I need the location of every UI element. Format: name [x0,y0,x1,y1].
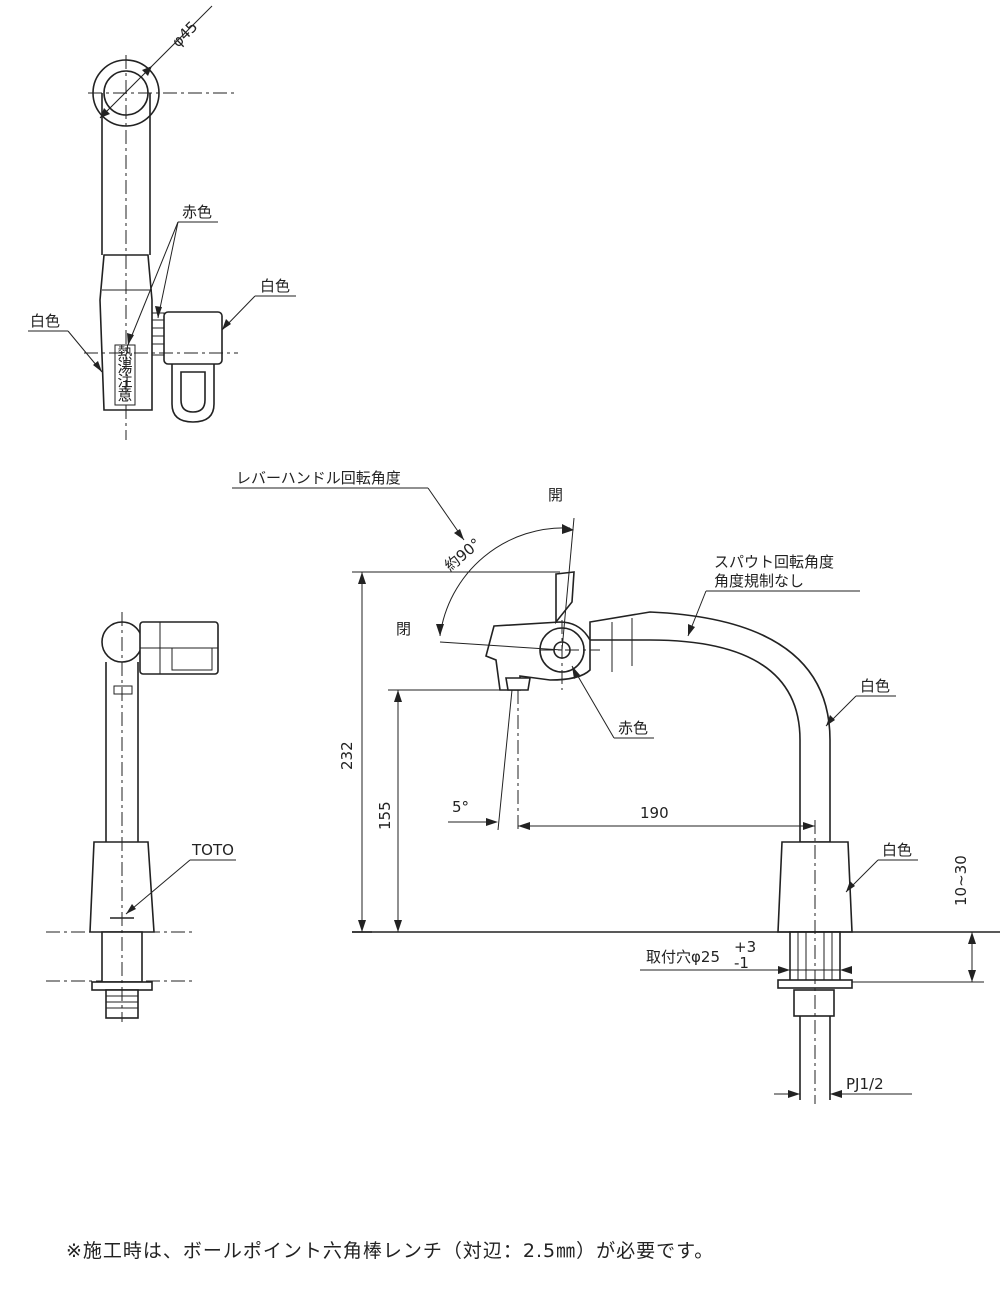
dim-5deg-label: 5° [452,798,469,816]
tol-plus: +3 [734,938,756,956]
tol-minus: -1 [734,954,749,972]
red-leader-2 [157,221,179,319]
dim-10-30-label: 10~30 [952,855,970,906]
lever-loop-outer [171,364,215,423]
dim-190-label: 190 [640,804,669,822]
label-white-spout: 白色 [860,677,890,695]
stamp-char: 湯 [117,358,132,376]
label-lever-rotation: レバーハンドル回転角度 [236,469,401,487]
stamp-char: 注 [117,372,132,390]
spout-pipe [589,611,831,843]
label-spout-rotation-2: 角度規制なし [714,572,804,590]
pj-label: PJ1/2 [846,1075,884,1093]
lever-top [163,311,223,365]
lever-loop-inner [180,371,206,413]
lever-handle [555,571,575,625]
toto-leader [125,859,191,915]
label-red-top: 赤色 [182,203,212,221]
label-toto: TOTO [191,841,234,859]
label-close: 閉 [396,620,411,638]
front-view: TOTO [46,612,236,1022]
dim-155-label: 155 [376,801,394,830]
label-open: 開 [548,486,563,504]
dim-45-leader [99,5,213,119]
dim-45-label: φ45 [168,18,201,51]
red-side-leader [571,665,615,739]
footnote: ※施工時は、ボールポイント六角棒レンチ（対辺：2.5㎜）が必要です。 [66,1240,715,1262]
label-angle-90: 約90° [441,535,484,576]
stamp-char: 熱 [117,344,132,362]
label-red-side: 赤色 [618,719,648,737]
stamp-char: 意 [117,386,132,404]
dim-232-label: 232 [338,741,356,770]
red-ring [151,312,165,356]
red-leader-1 [127,221,179,346]
stamp-box [114,344,136,406]
label-spout-rotation-1: スパウト回転角度 [714,553,834,571]
side-fitting [793,989,835,1017]
top-view: 熱 湯 注 意 φ45 赤色 白色 白色 [28,5,296,440]
lever-rotation-arc [439,527,571,637]
label-white-left-top: 白色 [30,312,60,330]
side-view: 232 155 190 5° 10~30 取付穴φ25 +3 -1 PJ1/2 [232,469,1000,1104]
label-white-right-top: 白色 [260,277,290,295]
aerator [505,677,531,691]
label-white-base: 白色 [882,841,912,859]
mount-hole-label: 取付穴φ25 [646,948,720,966]
